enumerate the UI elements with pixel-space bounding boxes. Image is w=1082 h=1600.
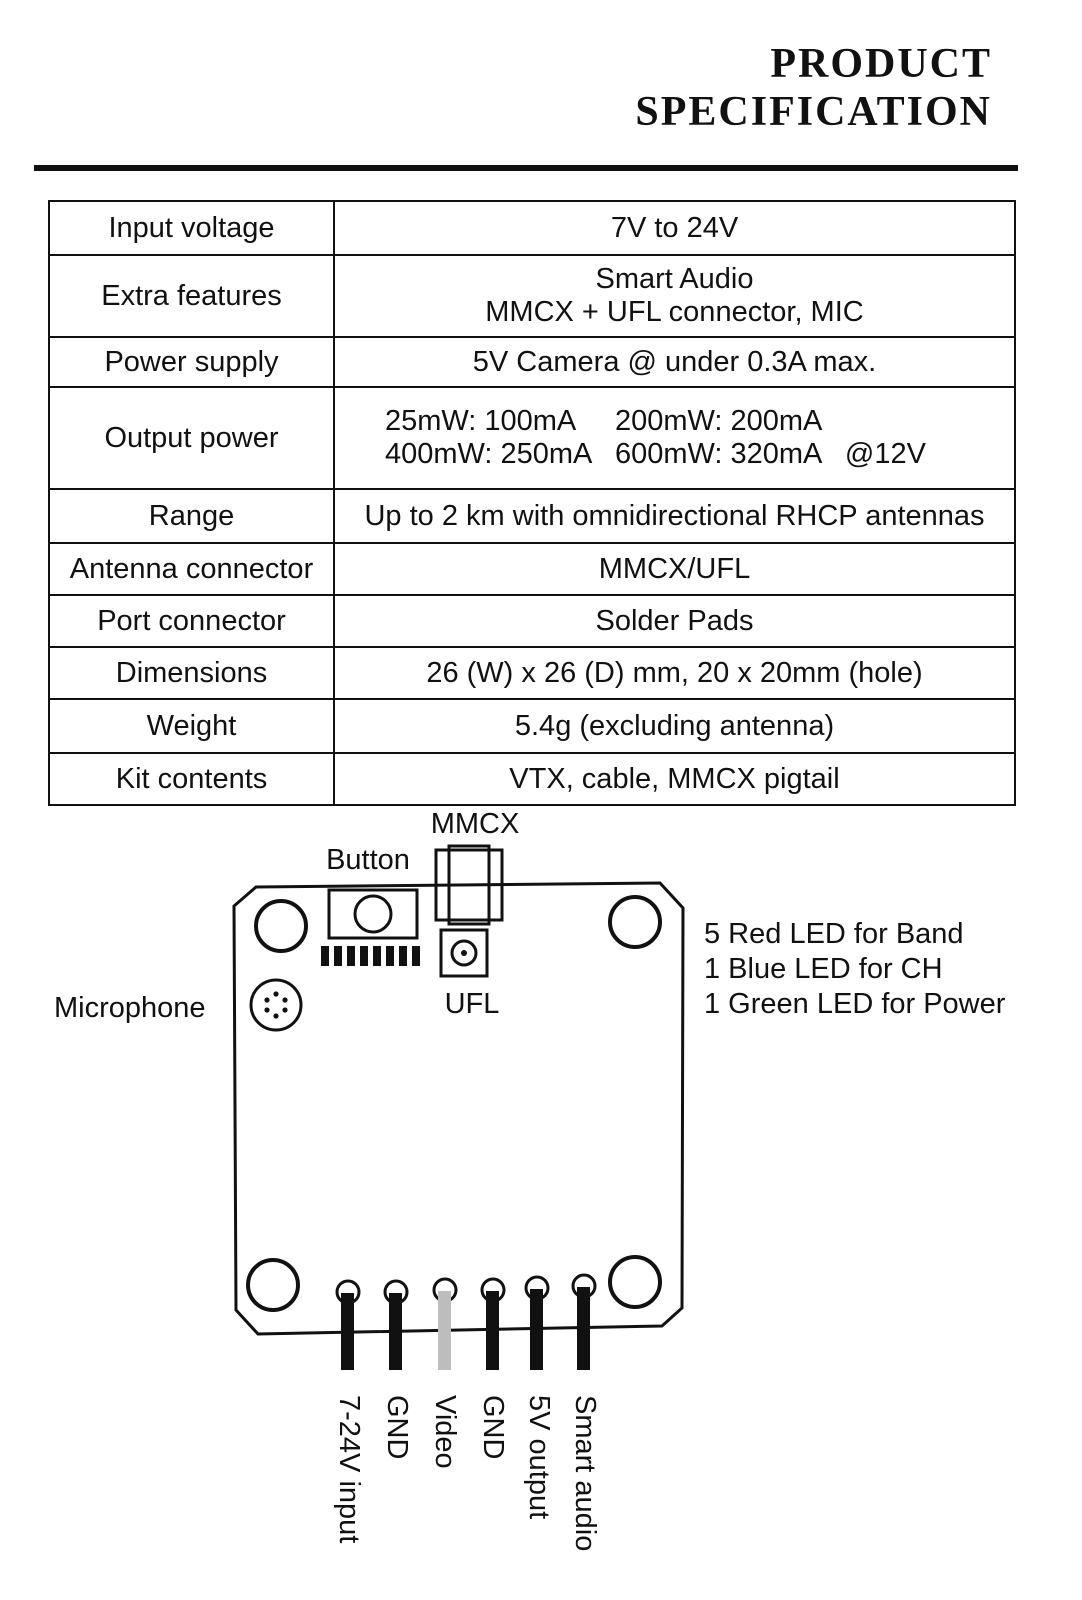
solder-pad-icon [432, 1277, 458, 1370]
spec-row-input-voltage: Input voltage 7V to 24V [48, 200, 1016, 256]
microphone-icon [249, 978, 303, 1032]
pin-label: Smart audio [569, 1395, 601, 1551]
spec-label: Port connector [48, 594, 335, 648]
board-outline [232, 881, 685, 1336]
spec-value-line: Solder Pads [595, 604, 754, 637]
spec-value-line: Up to 2 km with omnidirectional RHCP ant… [364, 499, 985, 532]
spec-row-range: Range Up to 2 km with omnidirectional RH… [48, 488, 1016, 544]
spec-value-line: 25mW: 100mA 200mW: 200mA [385, 405, 823, 437]
spec-row-antenna-connector: Antenna connector MMCX/UFL [48, 542, 1016, 596]
spec-label: Range [48, 488, 335, 544]
solder-pad-icon [571, 1273, 597, 1370]
solder-pad-icon [383, 1279, 409, 1370]
spec-value-line: 26 (W) x 26 (D) mm, 20 x 20mm (hole) [426, 656, 923, 689]
ufl-connector-icon [439, 928, 489, 978]
button-icon [327, 888, 419, 940]
spec-value-line: 5.4g (excluding antenna) [514, 709, 835, 742]
spec-value: Up to 2 km with omnidirectional RHCP ant… [333, 488, 1016, 544]
title-line-specification: SPECIFICATION [635, 89, 992, 135]
led-row-icon [321, 946, 420, 966]
mounting-hole-icon [608, 1255, 662, 1309]
pin-label: Video [429, 1395, 461, 1469]
spec-row-port-connector: Port connector Solder Pads [48, 594, 1016, 648]
spec-value-line: 5V Camera @ under 0.3A max. [472, 345, 877, 378]
spec-label: Power supply [48, 336, 335, 388]
spec-value-line: MMCX/UFL [598, 552, 751, 585]
led-note: 1 Blue LED for CH [704, 953, 943, 985]
button-label: Button [326, 844, 410, 876]
spec-row-dimensions: Dimensions 26 (W) x 26 (D) mm, 20 x 20mm… [48, 646, 1016, 700]
spec-value: VTX, cable, MMCX pigtail [333, 752, 1016, 806]
solder-pad-icon [480, 1277, 506, 1370]
solder-pad-icon [335, 1279, 361, 1370]
spec-row-output-power: Output power 25mW: 100mA 200mW: 200mA 40… [48, 386, 1016, 490]
spec-label: Antenna connector [48, 542, 335, 596]
page-title: PRODUCT SPECIFICATION [635, 40, 992, 136]
spec-value-line: 400mW: 250mA 600mW: 320mA @12V [385, 438, 926, 470]
mmcx-connector-icon [434, 844, 504, 926]
spec-row-weight: Weight 5.4g (excluding antenna) [48, 698, 1016, 754]
spec-label: Weight [48, 698, 335, 754]
spec-label: Input voltage [48, 200, 335, 256]
spec-label: Output power [48, 386, 335, 490]
vtx-board-diagram: MMCX Button UFL [54, 810, 1006, 1551]
microphone-label: Microphone [54, 992, 206, 1024]
header-divider [34, 165, 1018, 171]
spec-value: 5V Camera @ under 0.3A max. [333, 336, 1016, 388]
spec-value-line: 7V to 24V [610, 211, 739, 244]
spec-label: Extra features [48, 254, 335, 338]
led-note: 1 Green LED for Power [704, 988, 1006, 1020]
pin-label: 7-24V input [333, 1395, 365, 1543]
mounting-hole-icon [254, 899, 308, 953]
spec-value: Solder Pads [333, 594, 1016, 648]
ufl-label: UFL [445, 988, 500, 1020]
spec-value: 26 (W) x 26 (D) mm, 20 x 20mm (hole) [333, 646, 1016, 700]
spec-value: Smart Audio MMCX + UFL connector, MIC [333, 254, 1016, 338]
spec-row-kit-contents: Kit contents VTX, cable, MMCX pigtail [48, 752, 1016, 806]
pin-label: GND [477, 1395, 509, 1459]
title-line-product: PRODUCT [770, 41, 992, 87]
led-note: 5 Red LED for Band [704, 918, 964, 950]
spec-label: Kit contents [48, 752, 335, 806]
mmcx-label: MMCX [431, 810, 520, 840]
spec-value-line: Smart Audio [595, 263, 754, 295]
spec-row-extra-features: Extra features Smart Audio MMCX + UFL co… [48, 254, 1016, 338]
spec-value-line: VTX, cable, MMCX pigtail [509, 762, 840, 795]
spec-table: Input voltage 7V to 24V Extra features S… [48, 200, 1016, 806]
pin-label: GND [381, 1395, 413, 1459]
mounting-hole-icon [608, 895, 662, 949]
solder-pad-icon [524, 1275, 550, 1370]
spec-value: 5.4g (excluding antenna) [333, 698, 1016, 754]
spec-value: 7V to 24V [333, 200, 1016, 256]
spec-label: Dimensions [48, 646, 335, 700]
spec-value: MMCX/UFL [333, 542, 1016, 596]
spec-value: 25mW: 100mA 200mW: 200mA 400mW: 250mA 60… [333, 386, 1016, 490]
spec-value-line: MMCX + UFL connector, MIC [485, 296, 864, 328]
mounting-hole-icon [246, 1258, 300, 1312]
pin-label: 5V output [523, 1395, 555, 1519]
spec-row-power-supply: Power supply 5V Camera @ under 0.3A max. [48, 336, 1016, 388]
